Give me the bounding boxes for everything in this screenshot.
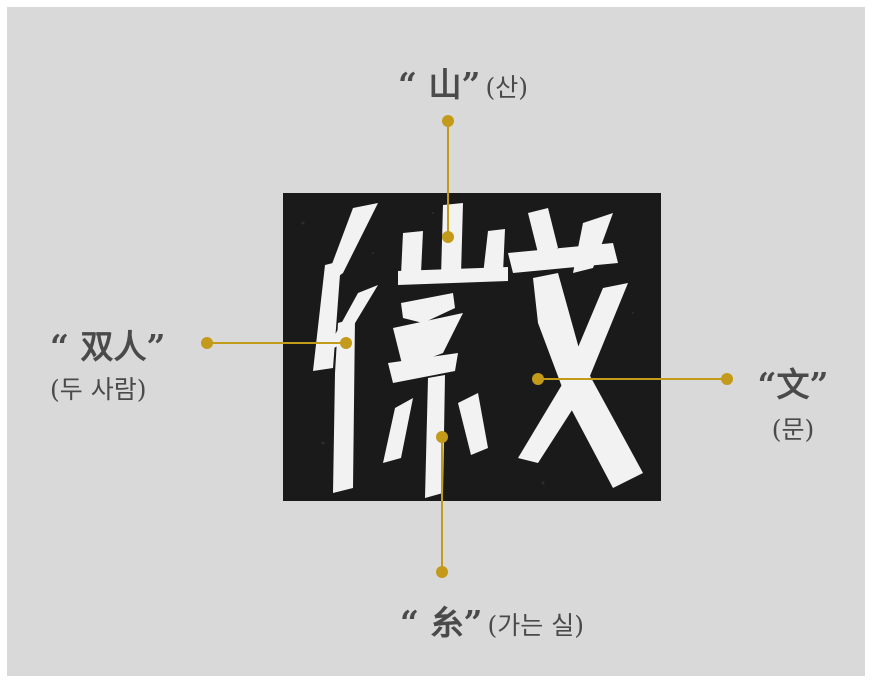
label-right-glyph: “文” <box>757 365 829 404</box>
label-left-glyph: “ 双人” <box>50 327 166 366</box>
label-left: “ 双人” (두 사람) <box>50 320 165 406</box>
leader-dot-top-anchor <box>442 231 454 243</box>
label-top-reading: (산) <box>485 73 529 102</box>
calligraphy-rubbing <box>283 193 661 501</box>
leader-dot-left-end <box>201 337 213 349</box>
leader-dot-bottom-end <box>436 566 448 578</box>
leader-dot-left-anchor <box>340 337 352 349</box>
label-top: “ 山” (산) <box>398 58 528 106</box>
label-bottom: “ 糸” (가는 실) <box>400 596 584 644</box>
leader-dot-top-end <box>442 115 454 127</box>
leader-dot-right-end <box>721 373 733 385</box>
calligraphy-character-image <box>301 203 643 498</box>
label-top-glyph: “ 山” <box>398 65 481 104</box>
label-right-reading: (문) <box>771 415 815 444</box>
label-left-reading: (두 사람) <box>50 375 147 404</box>
label-right: “文” (문) <box>748 358 838 446</box>
label-bottom-reading: (가는 실) <box>487 611 585 640</box>
leader-dot-bottom-anchor <box>436 431 448 443</box>
label-bottom-glyph: “ 糸” <box>400 603 483 642</box>
leader-dot-right-anchor <box>532 373 544 385</box>
